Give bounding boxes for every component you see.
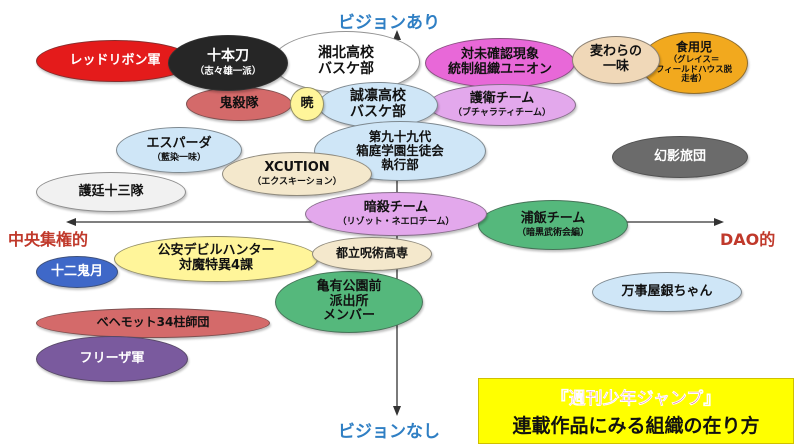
- node-name: 十本刀: [207, 47, 249, 64]
- node-name: 暁: [300, 95, 314, 111]
- vertical-axis-arrow-bottom: [393, 406, 401, 416]
- node-red-ribbon: レッドリボン軍: [36, 40, 194, 82]
- axis-label-right: DAO的: [720, 230, 776, 249]
- axis-label-left: 中央集権的: [8, 230, 89, 249]
- node-espada: エスパーダ （藍染一味）: [116, 127, 242, 173]
- node-name: 万事屋銀ちゃん: [621, 283, 713, 299]
- node-mugiwara: 麦わらの 一味: [572, 36, 660, 84]
- node-dai99: 第九十九代 箱庭学園生徒会 執行部: [314, 121, 486, 181]
- node-junikizuki: 十二鬼月: [36, 256, 118, 288]
- node-name: 誠凛高校 バスケ部: [350, 88, 406, 120]
- horizontal-axis-arrow-left: [66, 218, 76, 226]
- node-name: XCUTION: [264, 159, 330, 175]
- node-subtitle: （グレイス＝ フィールドハウス脱 走者）: [655, 55, 733, 85]
- node-name: 対未確認現象 統制組織ユニオン: [447, 47, 552, 77]
- node-name: 十二鬼月: [50, 263, 103, 279]
- node-name: 幻影旅団: [653, 148, 706, 164]
- node-yorozuya: 万事屋銀ちゃん: [592, 272, 742, 312]
- node-goei: 護衛チーム （ブチャラティチーム）: [428, 84, 576, 126]
- node-akatsuki: 暁: [290, 87, 324, 121]
- node-kisatsutai: 鬼殺隊: [186, 87, 292, 121]
- node-freeza: フリーザ軍: [36, 336, 188, 382]
- node-name: べヘモット34柱師団: [96, 315, 210, 330]
- node-taimi: 対未確認現象 統制組織ユニオン: [425, 38, 575, 88]
- axis-label-bottom: ビジョンなし: [338, 422, 440, 442]
- title-line-1: 『週刊少年ジャンプ』: [551, 389, 721, 409]
- horizontal-axis-arrow-right: [714, 218, 724, 226]
- node-kameari: 亀有公園前 派出所 メンバー: [275, 271, 423, 333]
- vertical-axis-arrow-top: [393, 30, 401, 40]
- node-behemoth: べヘモット34柱師団: [36, 308, 270, 338]
- node-name: 護廷十三隊: [78, 183, 144, 199]
- node-name: レッドリボン軍: [69, 52, 161, 68]
- node-name: 都立呪術高専: [335, 246, 408, 261]
- node-name: 暗殺チーム: [363, 199, 429, 215]
- node-name: フリーザ軍: [79, 350, 145, 366]
- node-shokugeki: 食用児（グレイス＝ フィールドハウス脱 走者）: [640, 32, 748, 94]
- node-gotei: 護廷十三隊: [36, 172, 186, 212]
- node-genei: 幻影旅団: [612, 136, 748, 178]
- node-juponkatana: 十本刀（志々雄一派）: [168, 35, 288, 91]
- node-subtitle: （エクスキーション）: [252, 177, 342, 188]
- axis-label-top: ビジョンあり: [338, 13, 440, 33]
- title-line-2: 連載作品にみる組織の在り方: [512, 415, 760, 437]
- node-subtitle: （暗黒武術会編）: [516, 228, 589, 239]
- node-name: 鬼殺隊: [219, 95, 259, 111]
- node-urameshi: 浦飯チーム （暗黒武術会編）: [478, 200, 628, 250]
- node-name: 麦わらの 一味: [589, 44, 642, 74]
- node-jujutsu: 都立呪術高専: [312, 237, 432, 271]
- node-subtitle: （リゾット・ネエロチーム）: [337, 217, 455, 228]
- node-name: 護衛チーム: [469, 90, 535, 106]
- node-name: 湘北高校 バスケ部: [318, 45, 374, 77]
- node-subtitle: （志々雄一派）: [194, 65, 262, 77]
- node-ansatsu: 暗殺チーム （リゾット・ネエロチーム）: [305, 192, 487, 236]
- node-koan: 公安デビルハンター 対魔特異4課: [114, 236, 318, 282]
- node-name: 第九十九代 箱庭学園生徒会 執行部: [356, 129, 444, 172]
- node-name: 亀有公園前 派出所 メンバー: [316, 279, 382, 324]
- title-box: 『週刊少年ジャンプ』 連載作品にみる組織の在り方: [478, 378, 794, 444]
- node-subtitle: （ブチャラティチーム）: [452, 108, 552, 119]
- node-name: 公安デビルハンター 対魔特異4課: [157, 243, 275, 273]
- node-name: エスパーダ: [146, 135, 212, 151]
- node-name: 浦飯チーム: [520, 210, 586, 226]
- node-subtitle: （藍染一味）: [151, 153, 206, 164]
- node-xcution: XCUTION （エクスキーション）: [222, 152, 372, 196]
- node-name: 食用児: [675, 40, 712, 54]
